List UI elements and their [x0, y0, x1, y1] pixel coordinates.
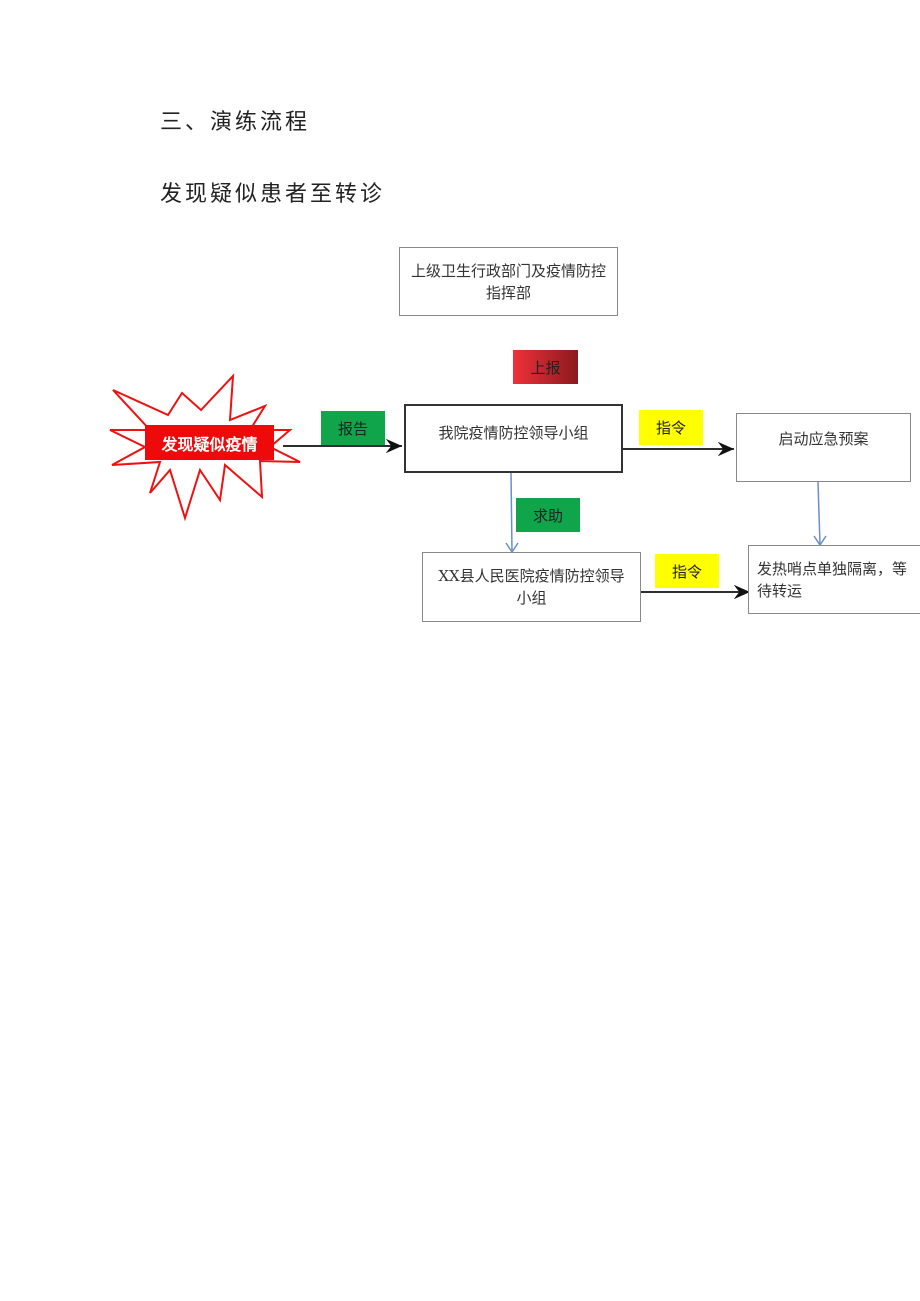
- start-node-suspected-epidemic: 发现疑似疫情: [145, 425, 274, 460]
- subheading: 发现疑似患者至转诊: [160, 182, 386, 207]
- arrow-help: [510, 472, 513, 553]
- label-command-1: 指令: [639, 410, 703, 445]
- node-county-group: XX县人民医院疫情防控领导小组: [422, 552, 641, 622]
- node-emergency-plan: 启动应急预案: [736, 413, 911, 482]
- label-help: 求助: [516, 498, 580, 532]
- arrow-plan-to-isolation: [817, 481, 821, 546]
- node-hospital-group: 我院疫情防控领导小组: [404, 404, 623, 473]
- node-superior-department: 上级卫生行政部门及疫情防控指挥部: [399, 247, 618, 316]
- node-isolation: 发热哨点单独隔离，等待转运: [748, 545, 920, 614]
- section-heading: 三、演练流程: [160, 110, 311, 135]
- label-command-2: 指令: [655, 554, 719, 588]
- label-report-up: 上报: [513, 350, 578, 384]
- label-report: 报告: [321, 411, 385, 445]
